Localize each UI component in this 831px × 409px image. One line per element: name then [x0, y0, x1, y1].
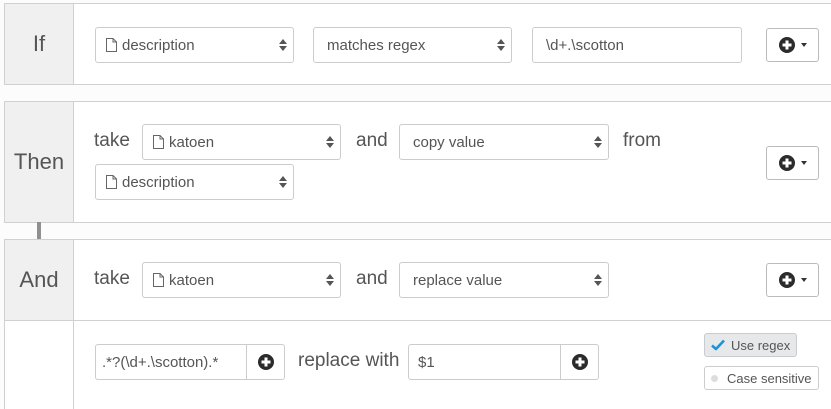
and-action-select-value: replace value	[413, 271, 503, 289]
sort-icon	[594, 274, 602, 286]
then-target-select-value: katoen	[169, 133, 215, 151]
and-rule-divider	[74, 320, 831, 321]
plus-circle-icon	[572, 354, 588, 370]
unchecked-dot-icon	[711, 374, 718, 382]
caret-down-icon	[800, 43, 807, 47]
if-field-select-value: description	[122, 36, 195, 54]
plus-circle-icon	[779, 37, 795, 53]
if-label: If	[5, 4, 74, 84]
from-text: from	[623, 130, 661, 151]
then-target-select[interactable]: katoen	[142, 124, 341, 160]
sort-icon	[594, 136, 602, 148]
then-rule: Then take katoen and copy value from des…	[4, 101, 831, 223]
sort-icon	[497, 39, 505, 51]
rule-connector-line	[37, 222, 41, 239]
pattern-input-group: .*?(\d+.\scotton).*	[95, 344, 285, 380]
file-icon	[153, 135, 164, 149]
and-add-dropdown-button[interactable]	[766, 263, 819, 297]
if-rule-body: description matches regex \d+.\scotton	[74, 4, 831, 84]
sort-icon	[279, 39, 287, 51]
plus-circle-icon	[779, 272, 795, 288]
use-regex-toggle[interactable]: Use regex	[704, 333, 798, 357]
then-rule-body: take katoen and copy value from descript…	[74, 102, 831, 222]
and-rule: And take katoen and replace value .*?(\d…	[4, 239, 831, 409]
if-add-dropdown-button[interactable]	[766, 28, 819, 62]
caret-down-icon	[800, 278, 807, 282]
file-icon	[153, 273, 164, 287]
if-operator-select[interactable]: matches regex	[313, 27, 512, 63]
and-action-select[interactable]: replace value	[399, 262, 609, 298]
file-icon	[106, 175, 117, 189]
and-label-spacer	[5, 321, 74, 409]
then-source-select-value: description	[122, 173, 195, 191]
if-value-input[interactable]: \d+.\scotton	[532, 27, 742, 63]
then-action-select-value: copy value	[413, 133, 485, 151]
then-action-select[interactable]: copy value	[399, 124, 609, 160]
plus-circle-icon	[779, 155, 795, 171]
replacement-input[interactable]: $1	[418, 353, 435, 371]
and-text: and	[356, 130, 388, 151]
replacement-add-button[interactable]	[560, 345, 598, 379]
take-text: take	[94, 130, 130, 151]
and-target-select-value: katoen	[169, 271, 215, 289]
replace-with-text: replace with	[298, 350, 400, 371]
if-rule: If description matches regex \d+.\scotto…	[4, 3, 831, 85]
and-target-select[interactable]: katoen	[142, 262, 341, 298]
sort-icon	[279, 176, 287, 188]
pattern-add-button[interactable]	[246, 345, 284, 379]
pattern-input[interactable]: .*?(\d+.\scotton).*	[102, 353, 219, 371]
check-icon	[711, 339, 725, 351]
then-add-dropdown-button[interactable]	[766, 146, 819, 180]
and-text: and	[356, 268, 388, 289]
case-sensitive-toggle[interactable]: Case sensitive	[704, 366, 819, 390]
use-regex-label: Use regex	[731, 337, 791, 353]
take-text: take	[94, 268, 130, 289]
sort-icon	[326, 136, 334, 148]
file-icon	[106, 38, 117, 52]
then-source-select[interactable]: description	[95, 164, 294, 200]
case-sensitive-label: Case sensitive	[727, 370, 812, 386]
and-rule-body: take katoen and replace value .*?(\d+.\s…	[74, 240, 831, 409]
sort-icon	[326, 274, 334, 286]
plus-circle-icon	[258, 354, 274, 370]
then-label: Then	[5, 102, 74, 222]
caret-down-icon	[800, 161, 807, 165]
if-field-select[interactable]: description	[95, 27, 294, 63]
replacement-input-group: $1	[408, 344, 599, 380]
and-label: And	[5, 240, 74, 321]
if-operator-select-value: matches regex	[327, 36, 426, 54]
